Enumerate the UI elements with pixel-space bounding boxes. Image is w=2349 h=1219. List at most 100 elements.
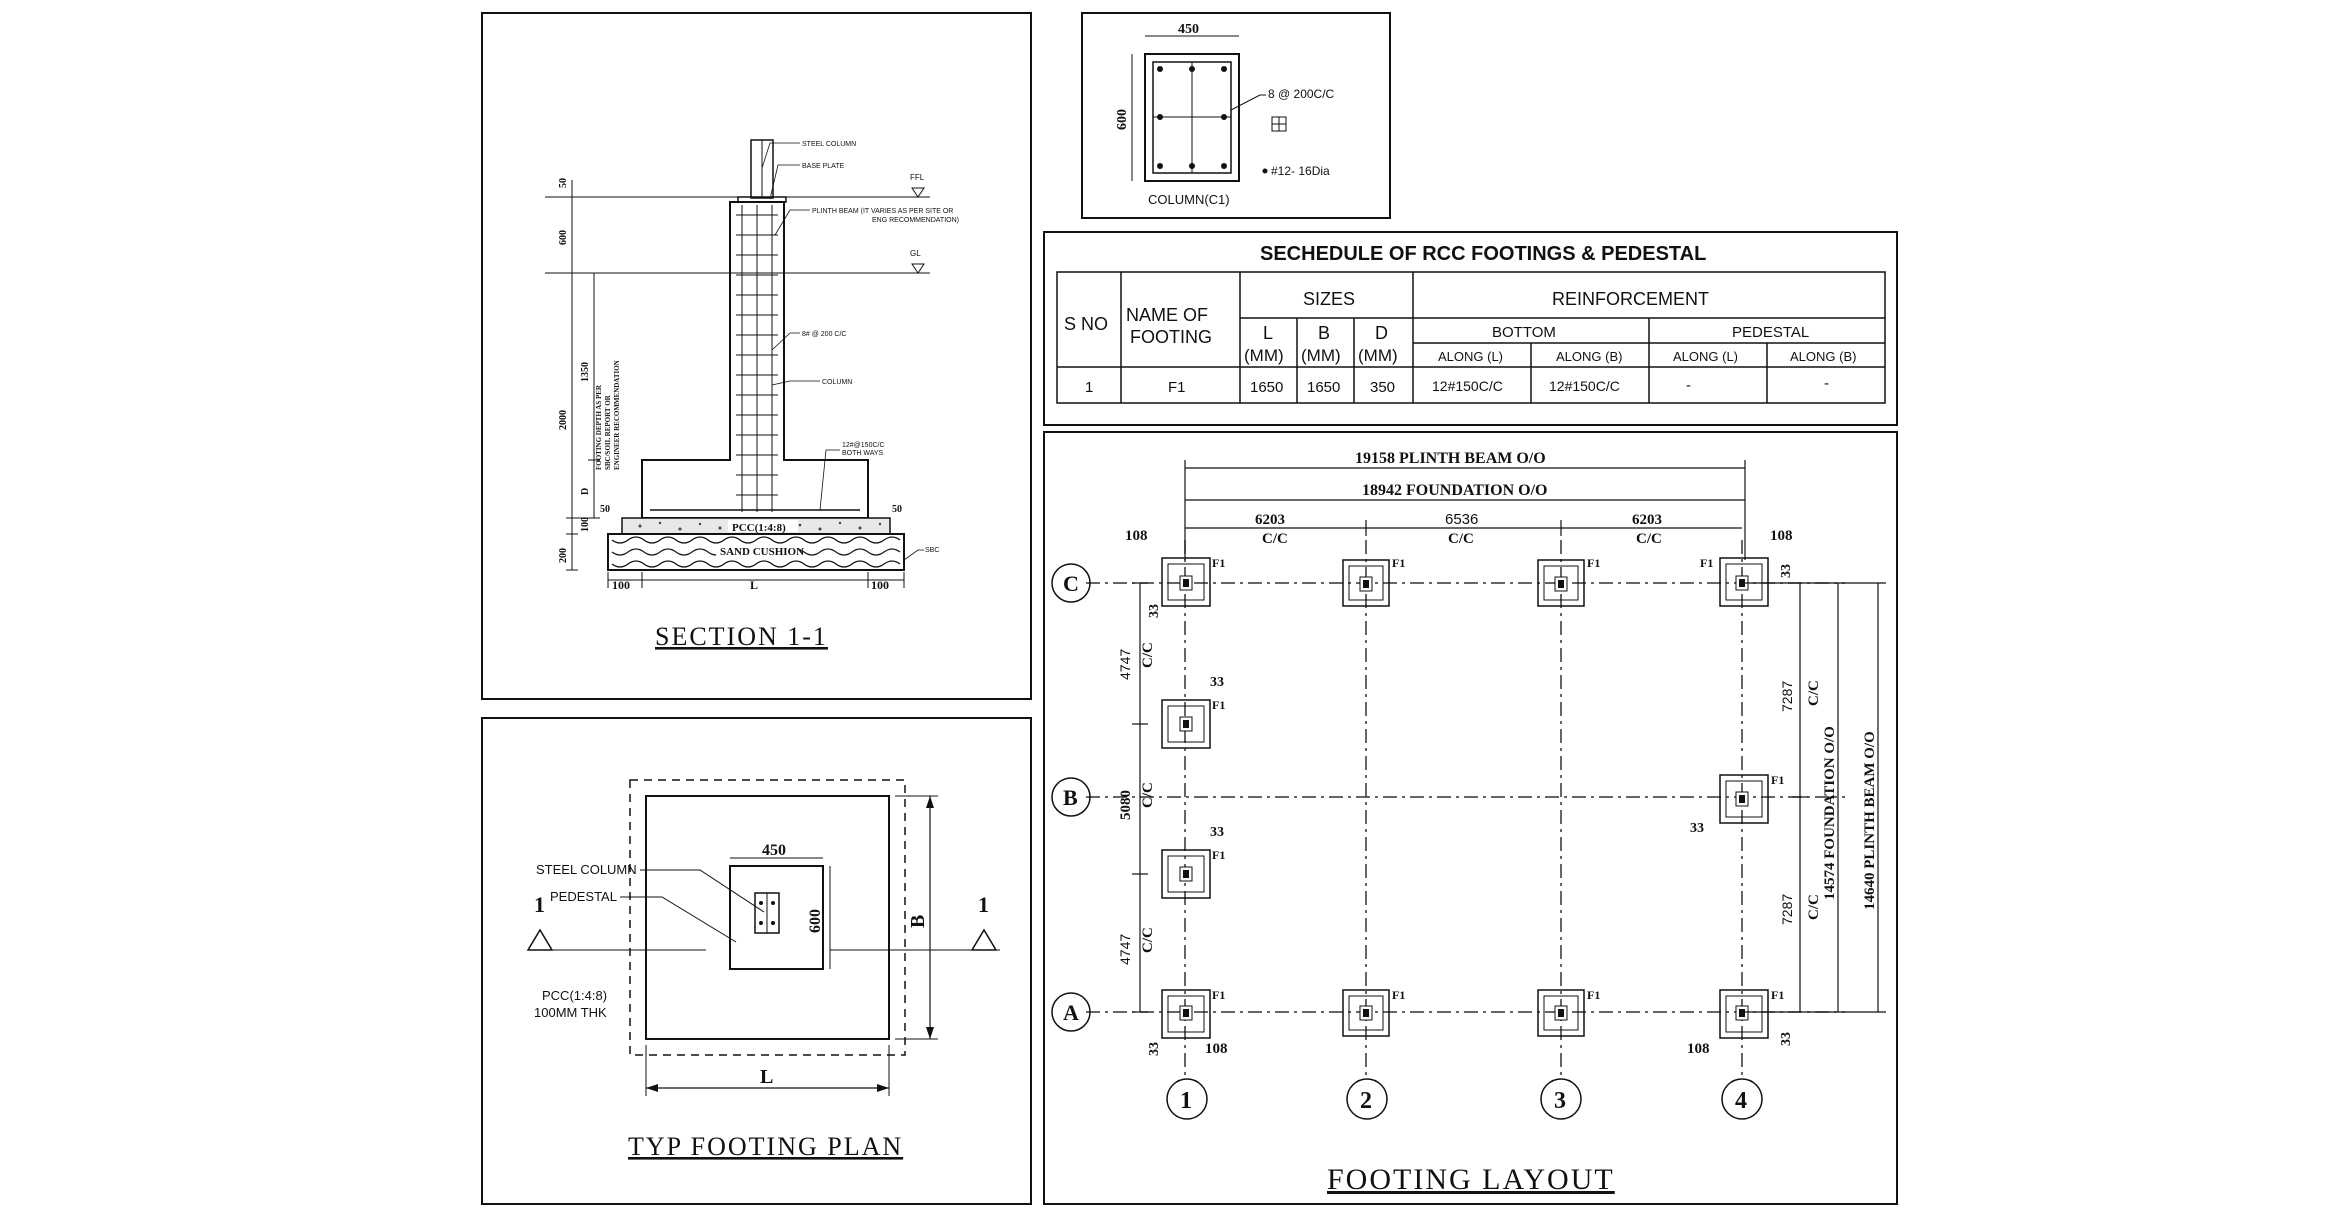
footing-tag: F1 bbox=[1392, 556, 1405, 570]
column-width: 450 bbox=[1178, 22, 1199, 37]
footing-tag: F1 bbox=[1212, 556, 1225, 570]
schedule-title: SECHEDULE OF RCC FOOTINGS & PEDESTAL bbox=[1260, 243, 1706, 265]
ffl-label: FFL bbox=[910, 173, 925, 182]
column-bars: #12- 16Dia bbox=[1271, 164, 1330, 178]
plinth-beam-total: 19158 PLINTH BEAM O/O bbox=[1355, 450, 1546, 467]
grid-label-C: C bbox=[1063, 571, 1079, 596]
span-3: 6203 bbox=[1632, 512, 1662, 528]
footing-tag: F1 bbox=[1771, 988, 1784, 1002]
footing-tag: F1 bbox=[1392, 988, 1405, 1002]
grid-label-A: A bbox=[1063, 1000, 1079, 1025]
footing-1-lower: F1 bbox=[1161, 848, 1225, 899]
v-7287-bottom-cc: C/C bbox=[1806, 894, 1822, 920]
plan-dim-B: B bbox=[907, 915, 929, 928]
footing-1-upper: F1 bbox=[1161, 698, 1225, 749]
cell-B: 1650 bbox=[1307, 379, 1340, 396]
offset-108-top-right: 108 bbox=[1770, 528, 1793, 544]
footing-tag: F1 bbox=[1212, 698, 1225, 712]
foundation-total: 18942 FOUNDATION O/O bbox=[1362, 482, 1547, 499]
column-note: COLUMN bbox=[822, 379, 852, 386]
section-mark-left: 1 bbox=[534, 892, 545, 917]
cell-ped-l: - bbox=[1686, 377, 1691, 394]
dim-600: 600 bbox=[558, 230, 569, 245]
plinth-beam-note-2: ENG RECOMMENDATION) bbox=[872, 217, 959, 224]
offset-33-B4: 33 bbox=[1690, 821, 1704, 836]
hdr-name-1: NAME OF bbox=[1126, 305, 1208, 325]
hdr-pedestal: PEDESTAL bbox=[1732, 324, 1809, 341]
base-plate-note: BASE PLATE bbox=[802, 163, 845, 170]
span-2: 6536 bbox=[1445, 511, 1478, 528]
hdr-bottom: BOTTOM bbox=[1492, 324, 1556, 341]
steel-column-note: STEEL COLUMN bbox=[802, 141, 856, 148]
footing-C1: F1 bbox=[1161, 556, 1225, 607]
foundation-vertical: 14574 FOUNDATION O/O bbox=[1822, 726, 1838, 900]
column-label: COLUMN(C1) bbox=[1148, 192, 1230, 207]
cell-ped-b: - bbox=[1824, 375, 1829, 392]
grid-bubble-3: 3 bbox=[1540, 1078, 1582, 1120]
pedestal-width: 450 bbox=[762, 842, 786, 859]
dim-D: D bbox=[580, 488, 591, 495]
layout-title: FOOTING LAYOUT bbox=[1327, 1163, 1615, 1196]
grid-label-3: 3 bbox=[1554, 1088, 1566, 1114]
v-7287-bottom: 7287 bbox=[1779, 894, 1795, 925]
footing-A4: F1 bbox=[1719, 988, 1784, 1039]
depth-note-3: ENGINEER RECOMMENDATION bbox=[613, 360, 621, 470]
pcc-thk-label-2: 100MM THK bbox=[534, 1005, 607, 1020]
dim-200: 200 bbox=[558, 548, 569, 563]
cell-L: 1650 bbox=[1250, 379, 1283, 396]
footing-A2: F1 bbox=[1342, 988, 1405, 1037]
footing-tag: F1 bbox=[1212, 988, 1225, 1002]
grid-label-2: 2 bbox=[1360, 1088, 1372, 1114]
hdr-ped-along-l: ALONG (L) bbox=[1673, 349, 1738, 364]
bottom-bars-note-1: 12#@150C/C bbox=[842, 442, 885, 449]
pedestal-label: PEDESTAL bbox=[550, 889, 617, 904]
grid-bubble-1: 1 bbox=[1166, 1078, 1208, 1120]
depth-note-2: SBC/SOIL REPORT OR bbox=[604, 394, 612, 470]
steel-column-label: STEEL COLUMN bbox=[536, 862, 637, 877]
offset-33-lower: 33 bbox=[1210, 825, 1224, 840]
grid-lines bbox=[1086, 540, 1845, 1080]
plan-dim-L: L bbox=[760, 1066, 773, 1088]
v-4747-bottom: 4747 bbox=[1117, 934, 1133, 965]
grid-bubble-4: 4 bbox=[1721, 1078, 1763, 1120]
grid-bubble-C: C bbox=[1051, 563, 1091, 603]
hdr-B: B bbox=[1318, 323, 1330, 343]
offset-33-right-bottom: 33 bbox=[1779, 1032, 1794, 1046]
cell-D: 350 bbox=[1370, 379, 1395, 396]
v-4747-top-cc: C/C bbox=[1140, 642, 1156, 668]
table-row: 1 F1 1650 1650 350 12#150C/C 12#150C/C -… bbox=[1085, 375, 1829, 396]
grid-label-1: 1 bbox=[1180, 1088, 1192, 1114]
hdr-D-mm: (MM) bbox=[1358, 346, 1398, 365]
dim-50: 50 bbox=[558, 178, 569, 188]
dim-bottom-100-right: 100 bbox=[871, 578, 889, 592]
offset-33-right-top: 33 bbox=[1779, 564, 1794, 578]
grid-bubble-2: 2 bbox=[1346, 1078, 1388, 1120]
offset-33-upper: 33 bbox=[1210, 675, 1224, 690]
grid-label-4: 4 bbox=[1735, 1088, 1747, 1114]
footing-tag: F1 bbox=[1771, 773, 1784, 787]
grid-label-B: B bbox=[1063, 785, 1078, 810]
span-1: 6203 bbox=[1255, 512, 1285, 528]
section-title: SECTION 1-1 bbox=[655, 622, 828, 651]
v-4747-top: 4747 bbox=[1117, 649, 1133, 680]
pedestal-depth: 600 bbox=[807, 909, 824, 933]
pcc-label: PCC(1:4:8) bbox=[732, 522, 786, 534]
offset-108-top-left: 108 bbox=[1125, 528, 1148, 544]
hdr-bot-along-l: ALONG (L) bbox=[1438, 349, 1503, 364]
span-1-cc: C/C bbox=[1262, 531, 1288, 547]
offset-right-50: 50 bbox=[892, 504, 902, 515]
hdr-B-mm: (MM) bbox=[1301, 346, 1341, 365]
hdr-sizes: SIZES bbox=[1303, 289, 1355, 309]
column-ties: 8 @ 200C/C bbox=[1268, 87, 1335, 101]
hdr-D: D bbox=[1375, 323, 1388, 343]
offset-108-bottom-right: 108 bbox=[1687, 1041, 1710, 1057]
section-panel: PCC(1:4:8) SAND CUSHION FFL GL 50 600 13… bbox=[481, 12, 1032, 700]
plan-panel: 1 1 STEEL COLUMN PEDESTAL PCC(1:4:8) 100… bbox=[481, 717, 1032, 1205]
footing-tag: F1 bbox=[1700, 556, 1713, 570]
cell-bot-b: 12#150C/C bbox=[1549, 378, 1620, 394]
footing-tag: F1 bbox=[1587, 988, 1600, 1002]
pcc-thk-label-1: PCC(1:4:8) bbox=[542, 988, 607, 1003]
footing-tag: F1 bbox=[1212, 848, 1225, 862]
v-5080: 5080 bbox=[1118, 790, 1134, 820]
grid-bubble-A: A bbox=[1051, 992, 1091, 1032]
